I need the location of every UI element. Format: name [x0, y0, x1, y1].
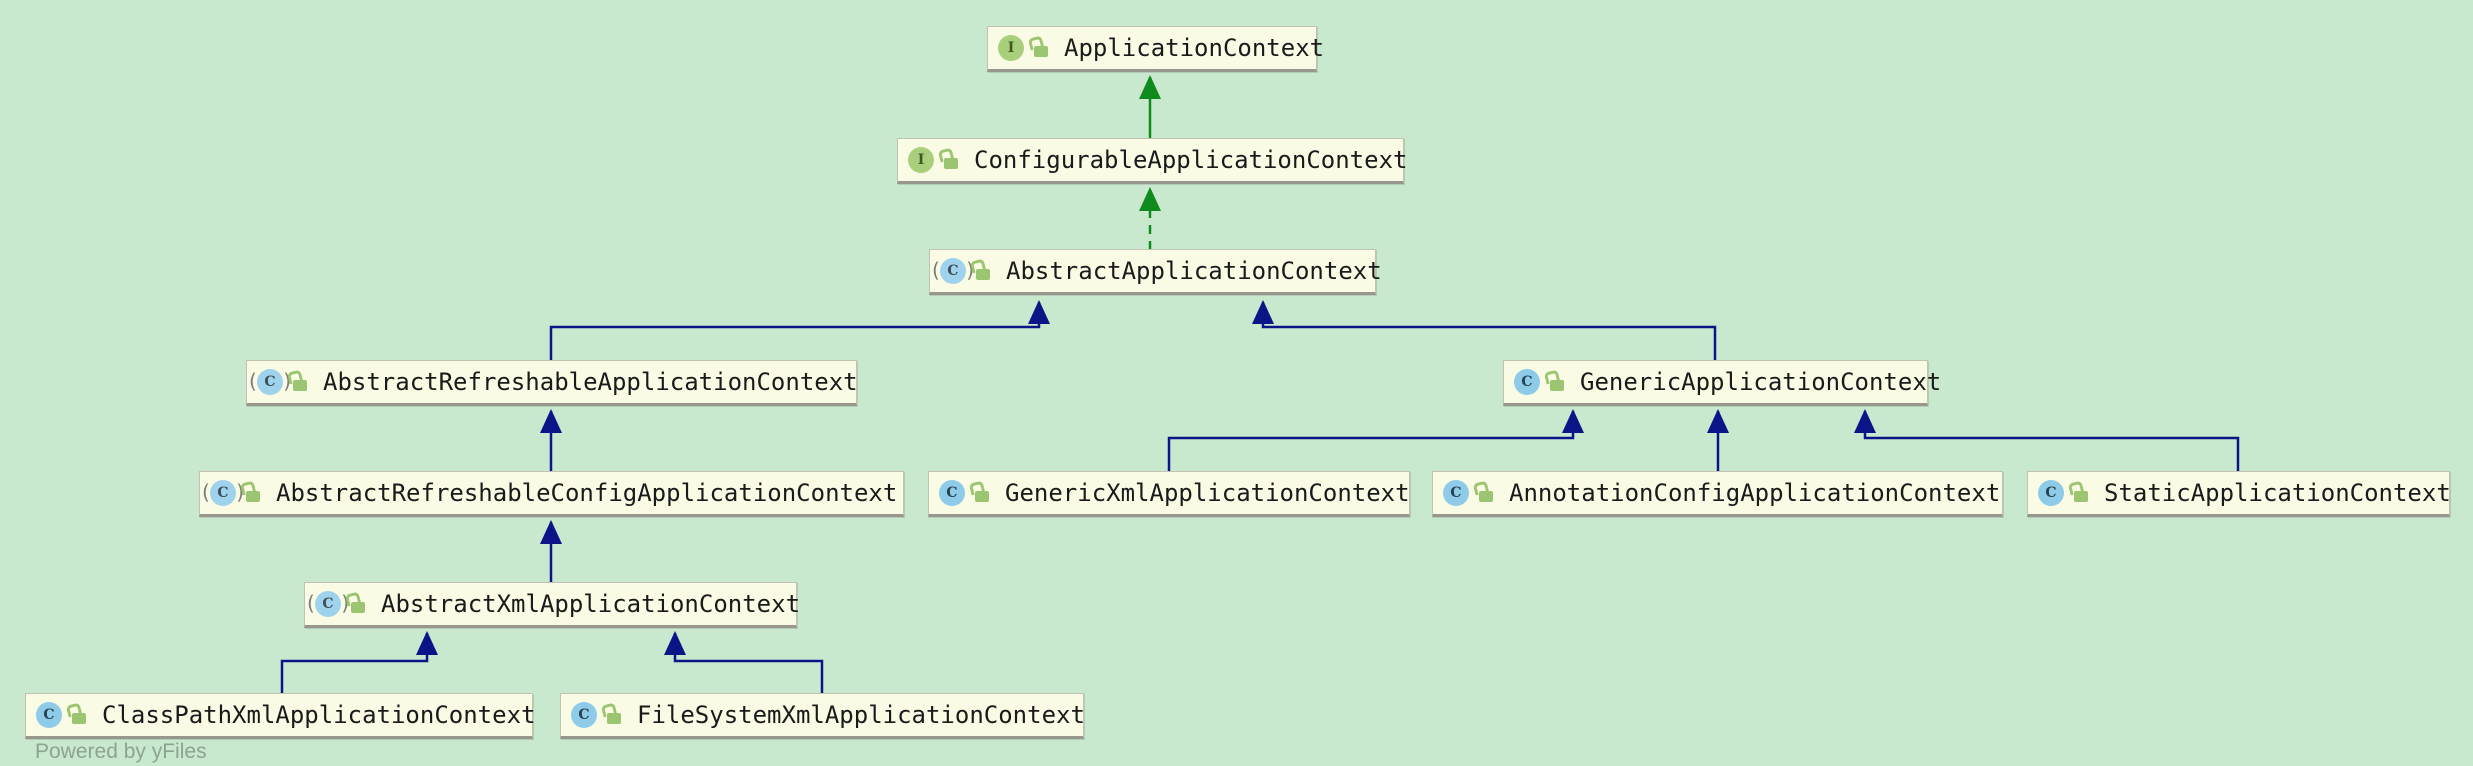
class-icon: C — [571, 702, 597, 728]
edge-generic-extends-abstract — [1252, 300, 1717, 361]
open-lock-icon — [72, 712, 86, 724]
edge-filesystemxml-extends-abstractxml — [664, 631, 824, 694]
interface-icon: I — [908, 147, 934, 173]
open-lock-icon — [944, 157, 958, 169]
node-label: GenericApplicationContext — [1580, 368, 1942, 396]
yfiles-watermark: Powered by yFiles — [35, 740, 207, 763]
interface-icon: I — [998, 35, 1024, 61]
open-lock-icon — [246, 490, 260, 502]
class-icon: C — [1514, 369, 1540, 395]
abstract-class-icon: C — [210, 480, 236, 506]
class-icon: C — [1443, 480, 1469, 506]
node-label: ClassPathXmlApplicationContext — [102, 701, 536, 729]
abstract-class-icon: C — [940, 258, 966, 284]
open-lock-icon — [975, 490, 989, 502]
open-lock-icon — [607, 712, 621, 724]
node-label: FileSystemXmlApplicationContext — [637, 701, 1085, 729]
open-lock-icon — [351, 601, 365, 613]
node-class-path-xml-application-context[interactable]: C ClassPathXmlApplicationContext — [25, 693, 536, 739]
open-lock-icon — [1479, 490, 1493, 502]
node-abstract-application-context[interactable]: C AbstractApplicationContext — [929, 249, 1382, 295]
node-label: ApplicationContext — [1064, 34, 1325, 62]
abstract-class-icon: C — [315, 591, 341, 617]
edge-genericxml-extends-generic — [1167, 409, 1584, 472]
edge-abstractrefreshable-extends-abstract — [549, 300, 1050, 361]
node-label: AnnotationConfigApplicationContext — [1509, 479, 2001, 507]
node-label: AbstractApplicationContext — [1006, 257, 1382, 285]
class-icon: C — [2038, 480, 2064, 506]
node-application-context[interactable]: I ApplicationContext — [987, 26, 1324, 72]
node-label: ConfigurableApplicationContext — [974, 146, 1408, 174]
class-icon: C — [36, 702, 62, 728]
node-label: AbstractRefreshableApplicationContext — [323, 368, 858, 396]
open-lock-icon — [1034, 45, 1048, 57]
node-static-application-context[interactable]: C StaticApplicationContext — [2027, 471, 2451, 517]
node-abstract-refreshable-application-context[interactable]: C AbstractRefreshableApplicationContext — [246, 360, 858, 406]
open-lock-icon — [293, 379, 307, 391]
open-lock-icon — [2074, 490, 2088, 502]
node-generic-xml-application-context[interactable]: C GenericXmlApplicationContext — [928, 471, 1410, 517]
node-label: GenericXmlApplicationContext — [1005, 479, 1410, 507]
edge-static-extends-generic — [1854, 409, 2240, 472]
edge-classpathxml-extends-abstractxml — [280, 631, 438, 694]
node-generic-application-context[interactable]: C GenericApplicationContext — [1503, 360, 1941, 406]
node-configurable-application-context[interactable]: I ConfigurableApplicationContext — [897, 138, 1408, 184]
node-label: StaticApplicationContext — [2104, 479, 2451, 507]
class-icon: C — [939, 480, 965, 506]
node-label: AbstractXmlApplicationContext — [381, 590, 801, 618]
node-abstract-xml-application-context[interactable]: C AbstractXmlApplicationContext — [304, 582, 801, 628]
open-lock-icon — [976, 268, 990, 280]
node-label: AbstractRefreshableConfigApplicationCont… — [276, 479, 898, 507]
node-annotation-config-application-context[interactable]: C AnnotationConfigApplicationContext — [1432, 471, 2003, 517]
abstract-class-icon: C — [257, 369, 283, 395]
open-lock-icon — [1550, 379, 1564, 391]
node-abstract-refreshable-config-application-context[interactable]: C AbstractRefreshableConfigApplicationCo… — [199, 471, 904, 517]
node-file-system-xml-application-context[interactable]: C FileSystemXmlApplicationContext — [560, 693, 1085, 739]
